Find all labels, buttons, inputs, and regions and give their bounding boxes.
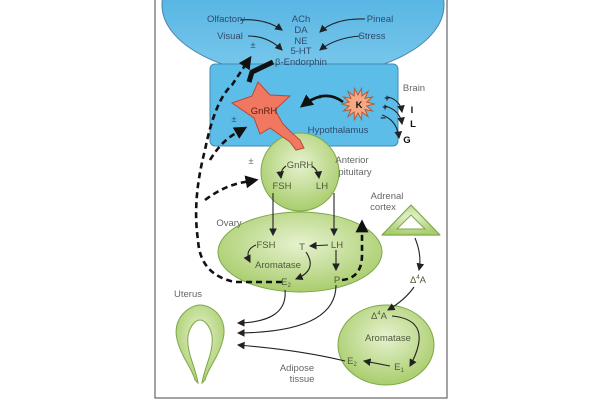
p-to-uterus-arrow: [236, 284, 337, 337]
olfactory-arrow: [239, 19, 283, 31]
gnrh-to-lh-arrow: [311, 165, 322, 180]
adipose-e2-to-uterus-arrow: [236, 341, 346, 362]
sign-g-minus: −: [380, 113, 386, 124]
label-l: L: [410, 119, 416, 130]
label-adipose: Adipose: [280, 363, 314, 374]
label-kisspeptin: K: [356, 100, 363, 111]
label-ovary: Ovary: [216, 218, 242, 229]
label-ne: NE: [294, 36, 307, 47]
adrenal-cortex-inner: [395, 214, 427, 230]
label-ovary-t: T: [299, 242, 305, 253]
label-pineal: Pineal: [367, 14, 393, 25]
feedback-sign-hypothalamus: ±: [231, 114, 236, 125]
label-uterus: Uterus: [174, 289, 202, 300]
label-ovary-aromatase: Aromatase: [255, 260, 301, 271]
e2-feedback-to-brain: [194, 55, 282, 284]
label-anterior: Anterior: [335, 155, 368, 166]
label-visual: Visual: [217, 31, 243, 42]
sign-k-plus: +: [317, 92, 323, 103]
ovary: [217, 211, 383, 293]
visual-arrow: [247, 35, 283, 51]
adrenal-to-androstenedione-arrow: [414, 237, 425, 272]
kisspeptin-neuron: [340, 86, 376, 122]
label-ovary-p: P: [334, 275, 340, 286]
gnrh-neuron: [230, 81, 305, 151]
stress-arrow: [319, 35, 361, 51]
label-g: G: [403, 135, 410, 146]
feedback-sign-pituitary: ±: [248, 156, 253, 167]
a4a-to-e1-arrow: [391, 315, 420, 367]
e2-feedback-to-hypothalamus: [208, 126, 248, 161]
label-pituitary-lh: LH: [316, 181, 328, 192]
uterus-shape: [175, 304, 225, 385]
lh-to-t-arrow: [308, 241, 329, 250]
label-olfactory: Olfactory: [207, 14, 245, 25]
label-androstenedione: Δ4A: [410, 275, 427, 286]
label-adipose-e1: E1: [394, 362, 404, 374]
label-tissue: tissue: [290, 374, 315, 385]
androstenedione-to-adipose-arrow: [387, 286, 415, 311]
anterior-pituitary: [260, 132, 340, 212]
sign-l-plus: +: [382, 102, 388, 113]
label-ovary-lh: LH: [331, 240, 343, 251]
label-brain: Brain: [403, 83, 425, 94]
modulator-arrow-i: [387, 96, 405, 114]
label-hypothalamus: Hypothalamus: [308, 125, 369, 136]
label-adipose-androstenedione: Δ4A: [371, 311, 388, 322]
label-ovary-fsh: FSH: [257, 240, 276, 251]
modulator-arrow-g: [381, 114, 403, 140]
label-5ht: 5-HT: [290, 46, 311, 57]
p-feedback-path: [341, 219, 369, 282]
e2-feedback-to-pituitary: [204, 175, 259, 202]
label-adipose-aromatase: Aromatase: [365, 333, 411, 344]
feedback-sign-brain: ±: [250, 40, 255, 51]
label-pituitary: pituitary: [338, 167, 372, 178]
label-gnrh-neuron: GnRH: [251, 106, 278, 117]
sign-i-plus: +: [384, 93, 390, 104]
fsh-aromatase-arrow: [243, 244, 257, 263]
label-i: I: [411, 105, 414, 116]
label-cortex: cortex: [370, 202, 396, 213]
label-adipose-e2: E2: [347, 356, 357, 368]
e1-to-e2-arrow: [362, 358, 391, 367]
pineal-arrow: [319, 18, 366, 33]
label-beta-endorphin: β-Endorphin: [275, 57, 327, 68]
beta-endorphin-input-arrow: [246, 59, 275, 83]
modulator-arrow-l: [384, 105, 405, 126]
t-to-e2-arrow: [294, 251, 311, 281]
kisspeptin-to-gnrh-arrow: [299, 94, 344, 108]
label-pituitary-fsh: FSH: [273, 181, 292, 192]
label-stress: Stress: [359, 31, 386, 42]
gnrh-to-fsh-arrow: [276, 165, 287, 180]
label-da: DA: [294, 25, 308, 36]
e2-to-uterus-arrow: [236, 289, 286, 327]
label-adrenal: Adrenal: [371, 191, 404, 202]
label-pituitary-gnrh: GnRH: [287, 160, 314, 171]
label-ach: ACh: [292, 14, 310, 25]
label-ovary-e2: E2: [281, 277, 291, 289]
